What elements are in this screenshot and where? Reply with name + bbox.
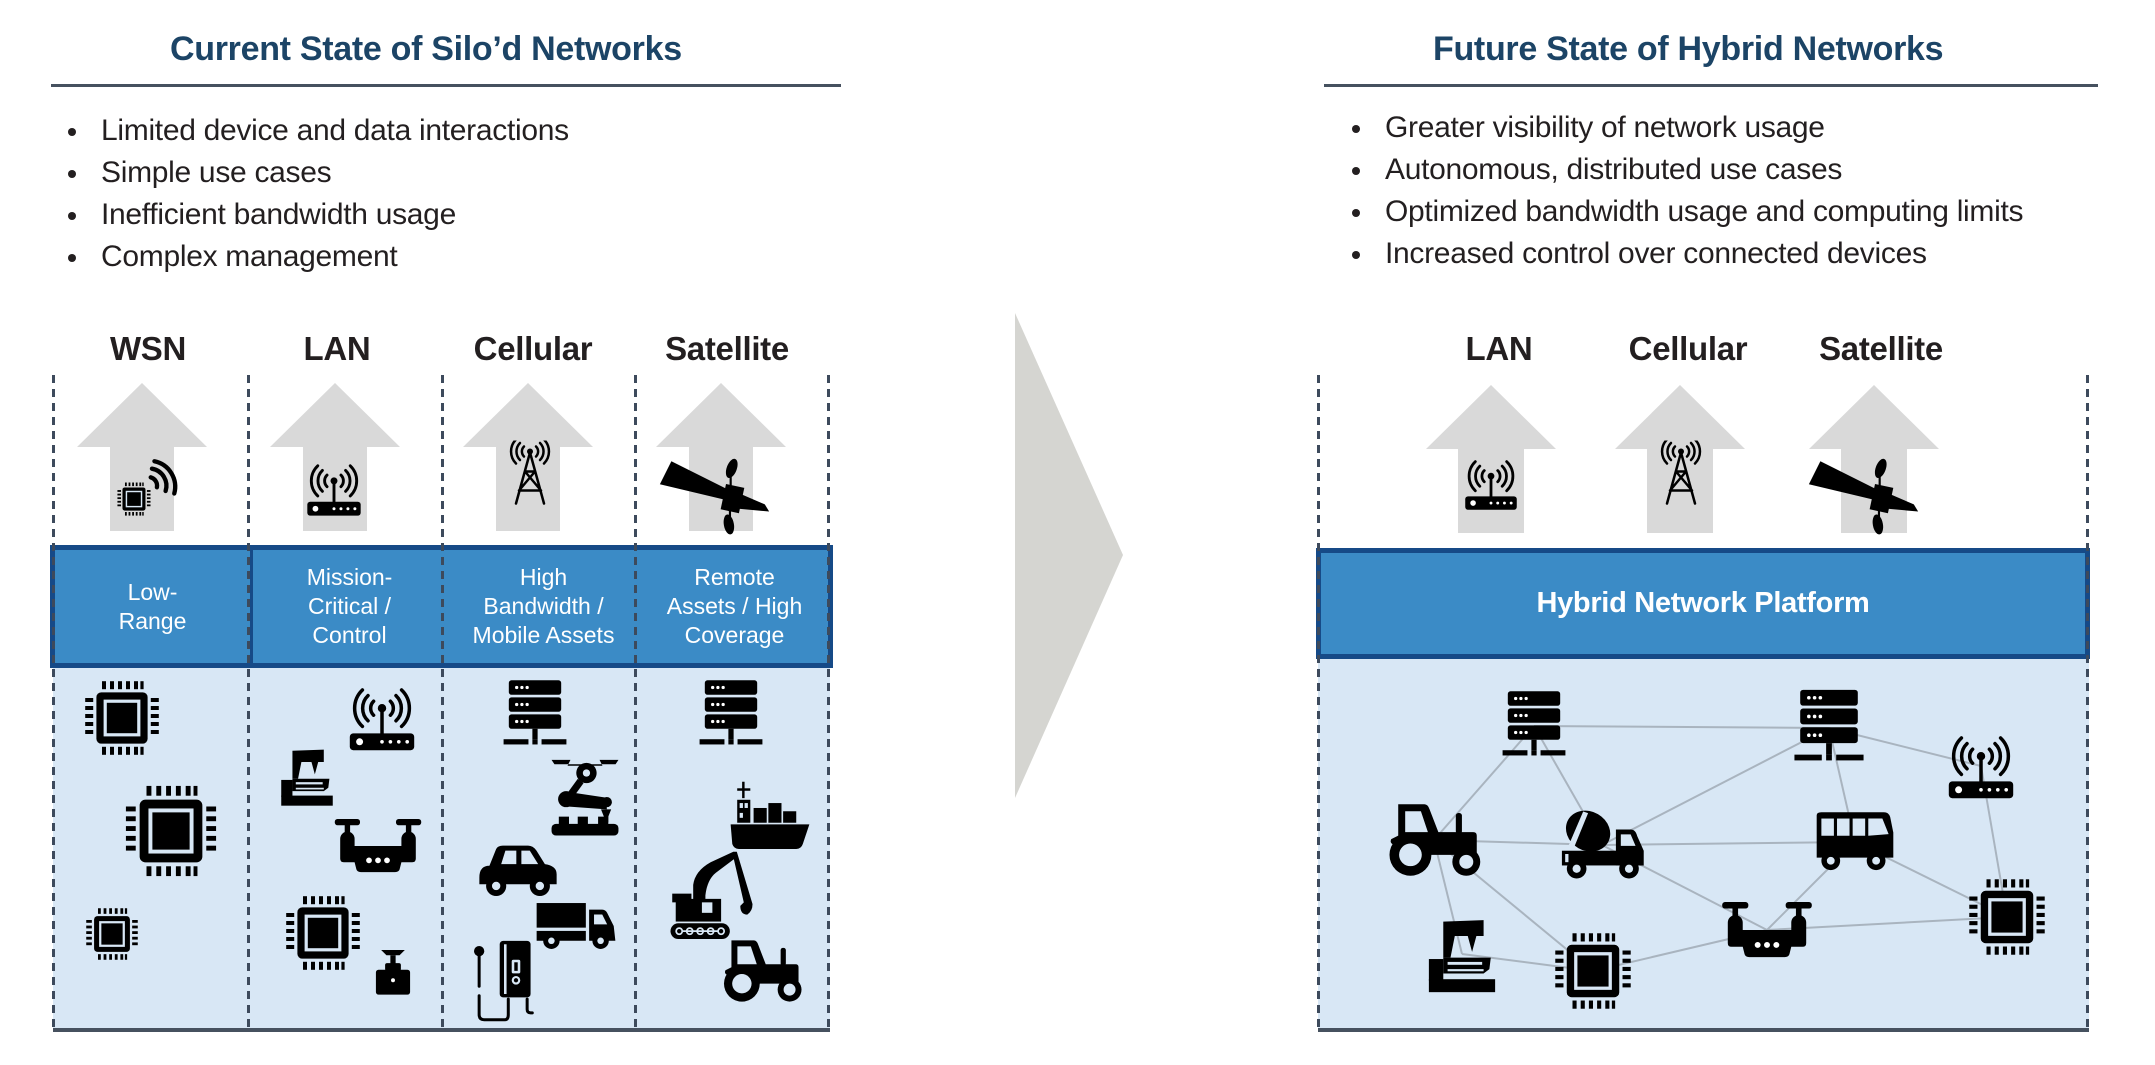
band-cell-low-range: Low- Range (55, 550, 250, 663)
drone-icon (1720, 902, 1814, 958)
network-link-server-a-tractor (1433, 725, 1535, 841)
bullet-item: Increased control over connected devices (1352, 233, 2023, 275)
server-icon (1793, 688, 1865, 768)
column-separator (634, 375, 637, 1030)
panel-edge-left (1317, 375, 1320, 1030)
future-state-bullets: Greater visibility of network usage Auto… (1352, 107, 2024, 275)
server-icon (1501, 690, 1567, 762)
hybrid-platform-label: Hybrid Network Platform (1536, 587, 1870, 619)
network-link-server-a-server-b (1533, 725, 1830, 729)
current-state-baseline (53, 1028, 830, 1032)
band-cell-high-bandwidth: High Bandwidth / Mobile Assets (447, 550, 640, 663)
column-header-lan: LAN (303, 330, 371, 367)
cement-mixer-truck-icon (1557, 808, 1647, 882)
band-label: Mission- Critical / Control (306, 564, 393, 648)
network-link-mixer-bus (1601, 841, 1856, 846)
bullet-item: Complex management (68, 236, 569, 278)
bullet-item: Inefficient bandwidth usage (68, 194, 569, 236)
column-separator (247, 375, 250, 1030)
microchip-icon (1966, 876, 2048, 958)
future-state-baseline (1318, 1028, 2089, 1032)
column-separator (827, 375, 830, 1030)
band-cell-mission-critical: Mission- Critical / Control (253, 550, 446, 663)
microchip-icon (1552, 930, 1634, 1012)
column-header-satellite: Satellite (665, 330, 789, 367)
column-header-cellular: Cellular (1628, 330, 1748, 367)
column-header-cellular: Cellular (473, 330, 593, 367)
bus-icon (1812, 810, 1898, 874)
bullet-item: Greater visibility of network usage (1352, 107, 2023, 149)
uplink-arrow-satellite (1809, 385, 1939, 533)
uplink-arrow-lan (270, 383, 400, 531)
band-cell-remote-assets: Remote Assets / High Coverage (641, 550, 828, 663)
column-header-lan: LAN (1465, 330, 1533, 367)
column-header-wsn: WSN (109, 330, 187, 367)
network-link-server-b-mixer (1601, 727, 1830, 846)
current-state-title-rule (51, 84, 841, 87)
bullet-item: Autonomous, distributed use cases (1352, 149, 2023, 191)
current-state-bullets: Limited device and data interactions Sim… (68, 110, 569, 278)
future-state-title-rule (1324, 84, 2098, 87)
tractor-icon (1386, 800, 1482, 880)
column-header-satellite: Satellite (1819, 330, 1943, 367)
future-state-title: Future State of Hybrid Networks (1433, 30, 1944, 68)
network-link-drone-chip-right (1766, 916, 2008, 931)
uplink-arrow-satellite (656, 383, 786, 531)
column-separator (441, 375, 444, 1030)
band-label: Low- Range (118, 578, 187, 634)
transition-arrow-icon (1015, 313, 1123, 798)
bullet-item: Simple use cases (68, 152, 569, 194)
wifi-router-icon (1946, 731, 2016, 801)
bullet-item: Limited device and data interactions (68, 110, 569, 152)
current-state-title: Current State of Silo’d Networks (170, 30, 682, 68)
uplink-arrow-lan (1426, 385, 1556, 533)
band-label: High Bandwidth / Mobile Assets (472, 564, 615, 648)
column-separator (52, 375, 55, 1030)
bullet-item: Optimized bandwidth usage and computing … (1352, 191, 2024, 233)
cnc-machine-icon (1426, 914, 1498, 994)
band-divider (250, 550, 253, 663)
panel-edge-right (2086, 375, 2089, 1030)
uplink-arrow-wsn (77, 383, 207, 531)
band-label: Remote Assets / High Coverage (666, 564, 803, 648)
wireless-chip-icon (116, 459, 178, 522)
